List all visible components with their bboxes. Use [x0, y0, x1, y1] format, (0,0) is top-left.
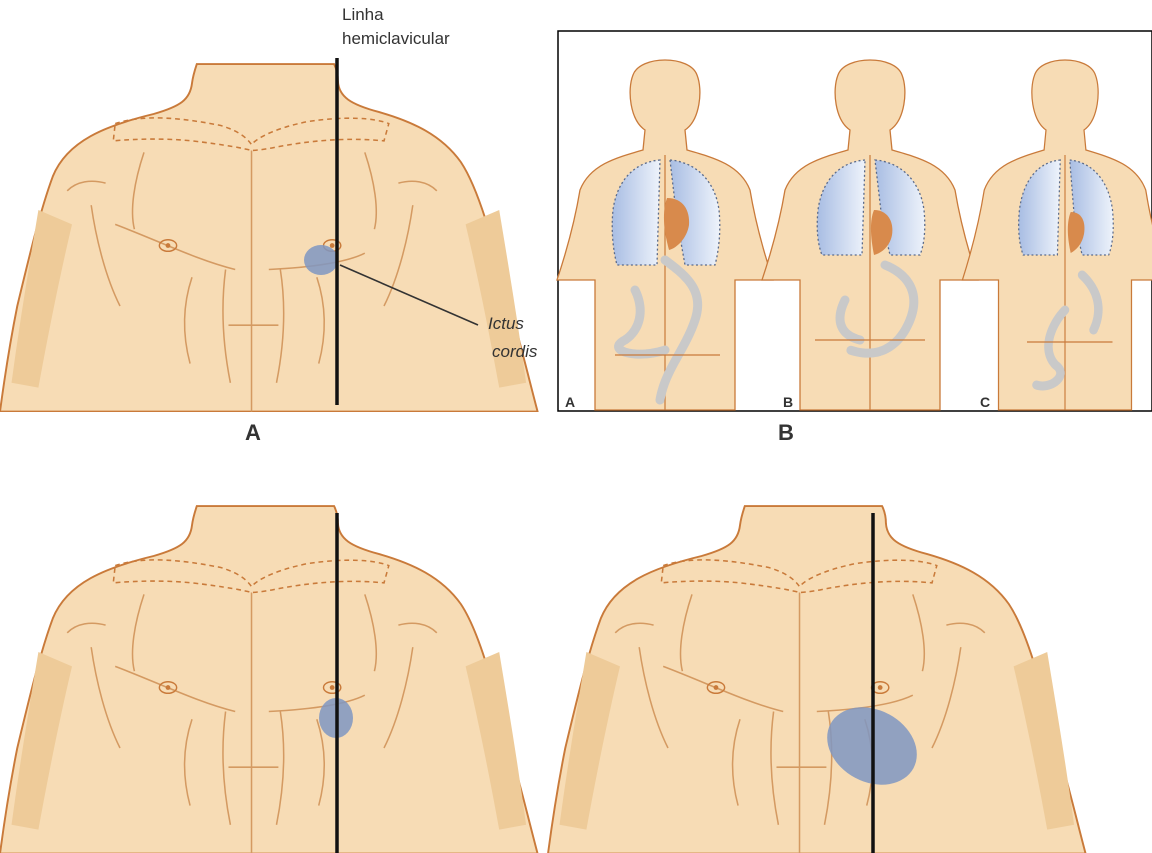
bottom-left-torso	[0, 506, 538, 853]
bottom-right-torso	[548, 506, 1086, 853]
ictus-label-2: cordis	[492, 342, 538, 361]
line-label-2: hemiclavicular	[342, 29, 450, 48]
mini-letter-a: A	[565, 394, 575, 410]
mini-letter-c: C	[980, 394, 990, 410]
panel-a-letter: A	[245, 420, 261, 445]
ictus-label-1: Ictus	[488, 314, 524, 333]
panel-a-torso	[0, 64, 538, 412]
line-label-1: Linha	[342, 5, 384, 24]
mini-letter-b: B	[783, 394, 793, 410]
panel-b-letter: B	[778, 420, 794, 445]
ictus-cordis-area	[304, 245, 338, 275]
